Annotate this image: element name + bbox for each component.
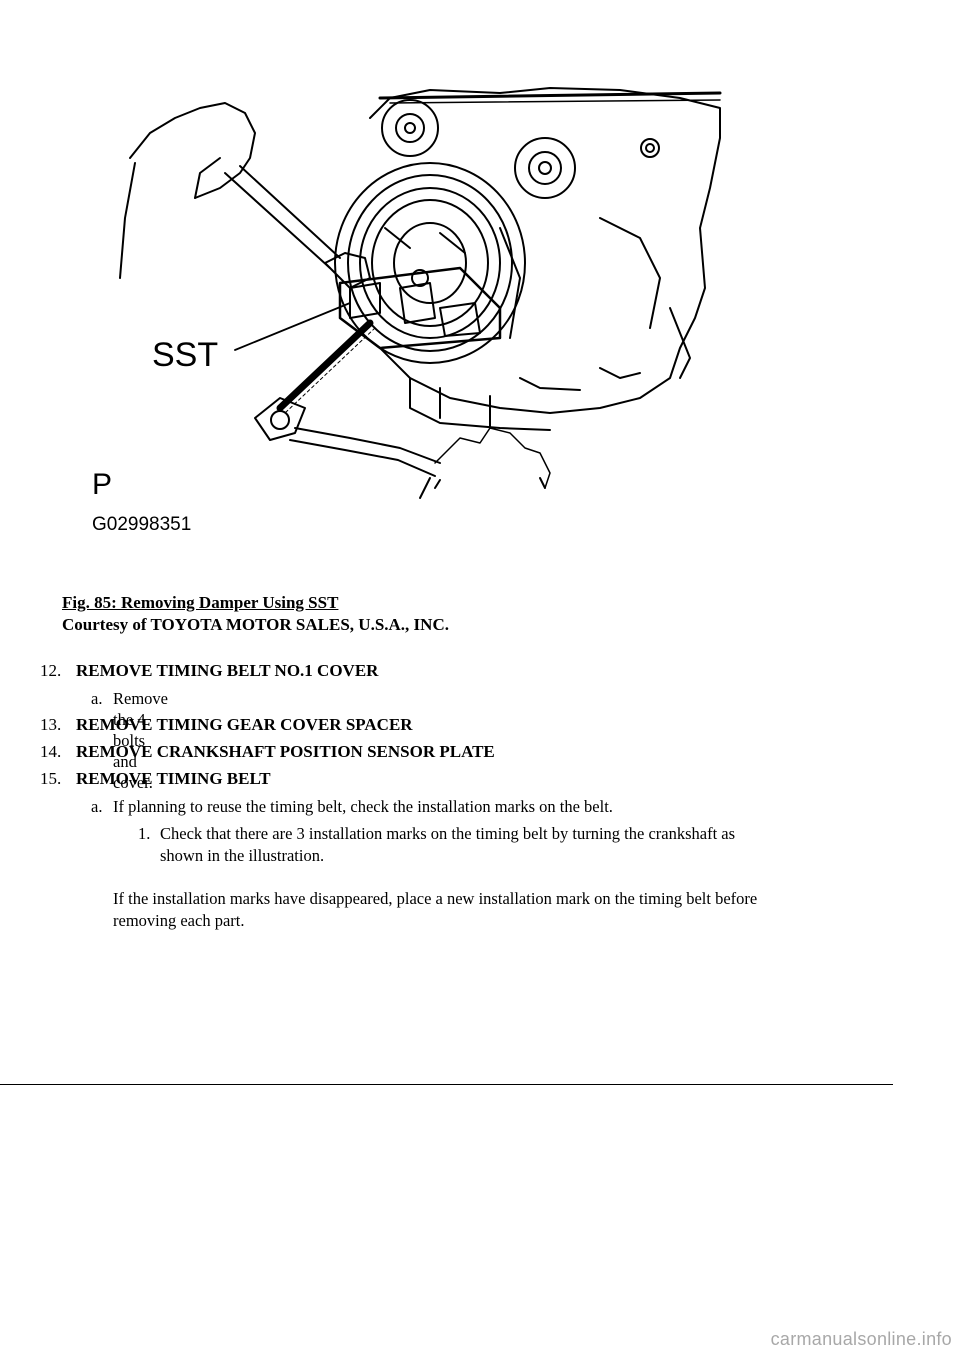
step-title: REMOVE TIMING BELT NO.1 COVER	[76, 661, 379, 680]
figure-caption: Fig. 85: Removing Damper Using SST Court…	[62, 592, 449, 636]
substep-text-line1: Check that there are 3 installation mark…	[160, 824, 736, 843]
note-line2: removing each part.	[113, 911, 245, 930]
step-number: 12.	[40, 661, 62, 680]
substep-letter: a.	[91, 689, 103, 708]
step-number: 13.	[40, 715, 62, 734]
step-number: 14.	[40, 742, 62, 761]
step-title: REMOVE TIMING GEAR COVER SPACER	[76, 715, 413, 734]
graphic-id: G02998351	[92, 514, 191, 535]
step-title: REMOVE CRANKSHAFT POSITION SENSOR PLATE	[76, 742, 495, 761]
sst-callout-label: SST	[152, 336, 218, 374]
step-number: 15.	[40, 769, 62, 788]
substep-number: 1.	[138, 824, 151, 843]
site-watermark: carmanualsonline.info	[770, 1329, 952, 1349]
note-line1: If the installation marks have disappear…	[113, 889, 758, 908]
note-paragraph: If the installation marks have disappear…	[113, 888, 757, 932]
step-title: REMOVE TIMING BELT	[76, 769, 271, 788]
engine-damper-illustration: SST P G02998351	[92, 87, 722, 535]
figure-damper-removal: SST P G02998351	[80, 78, 740, 548]
page-divider	[0, 1084, 893, 1085]
figure-caption-credit: Courtesy of TOYOTA MOTOR SALES, U.S.A., …	[62, 615, 449, 634]
substep-text: Remove the 4 bolts and cover.	[113, 689, 168, 792]
substep-text: If planning to reuse the timing belt, ch…	[113, 797, 613, 816]
substep-text-line2: shown in the illustration.	[160, 846, 325, 865]
view-marker: P	[92, 468, 112, 501]
substep-letter: a.	[91, 797, 103, 816]
figure-caption-title: Fig. 85: Removing Damper Using SST	[62, 593, 339, 612]
